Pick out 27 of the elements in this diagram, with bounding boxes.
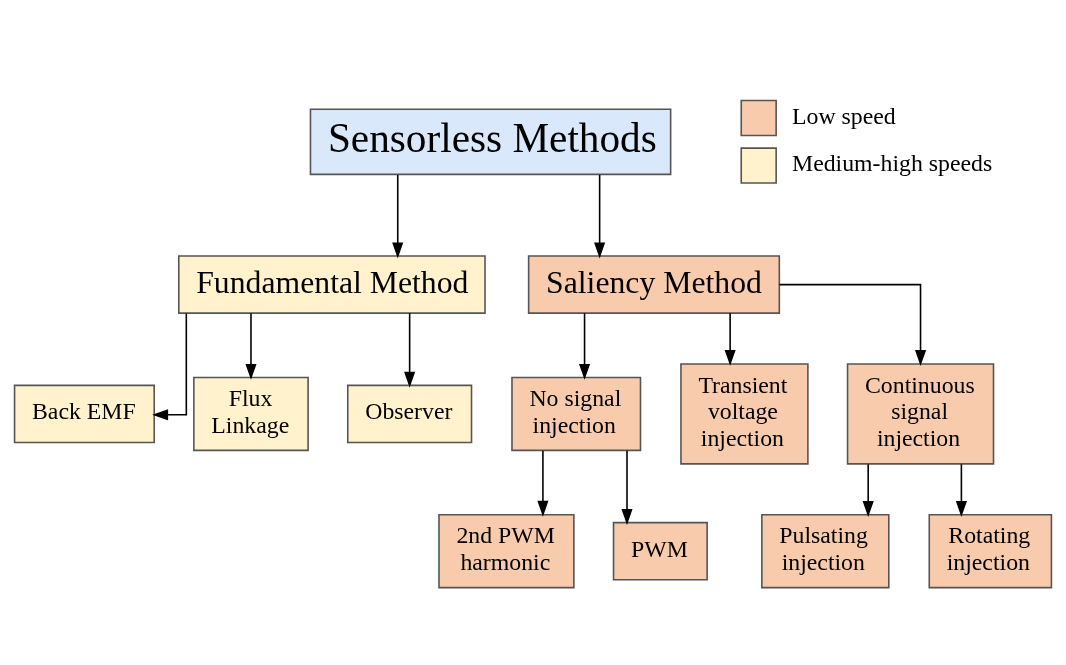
- node-box: Sensorless Methods: [309, 108, 672, 175]
- arrow: [392, 173, 404, 258]
- arrow: [862, 462, 874, 517]
- node-box: PWM: [612, 521, 708, 580]
- arrow: [579, 312, 591, 380]
- arrow: [955, 462, 967, 517]
- arrow: [245, 312, 257, 380]
- arrow: [594, 173, 606, 258]
- node-box: Continuous signal injection: [846, 362, 995, 465]
- node-box: Flux Linkage: [193, 376, 309, 451]
- arrow: [778, 283, 927, 366]
- node-box: Transient voltage injection: [680, 362, 809, 465]
- node-box: Rotating injection: [928, 513, 1053, 588]
- node-box: Pulsating injection: [761, 513, 890, 588]
- arrow: [404, 312, 416, 388]
- legend-label: Low speed: [792, 102, 896, 129]
- arrow: [724, 312, 736, 366]
- legend-label: Medium-high speeds: [792, 149, 993, 176]
- arrow: [621, 449, 633, 525]
- node-box: Fundamental Method: [178, 254, 486, 314]
- node-box: Back EMF: [13, 384, 155, 443]
- arrow: [152, 312, 188, 420]
- node-box: Saliency Method: [527, 254, 781, 314]
- node-box: No signal injection: [511, 376, 642, 451]
- arrow: [537, 449, 549, 517]
- node-box: Observer: [346, 384, 473, 443]
- node-box: 2nd PWM harmonic: [438, 513, 575, 588]
